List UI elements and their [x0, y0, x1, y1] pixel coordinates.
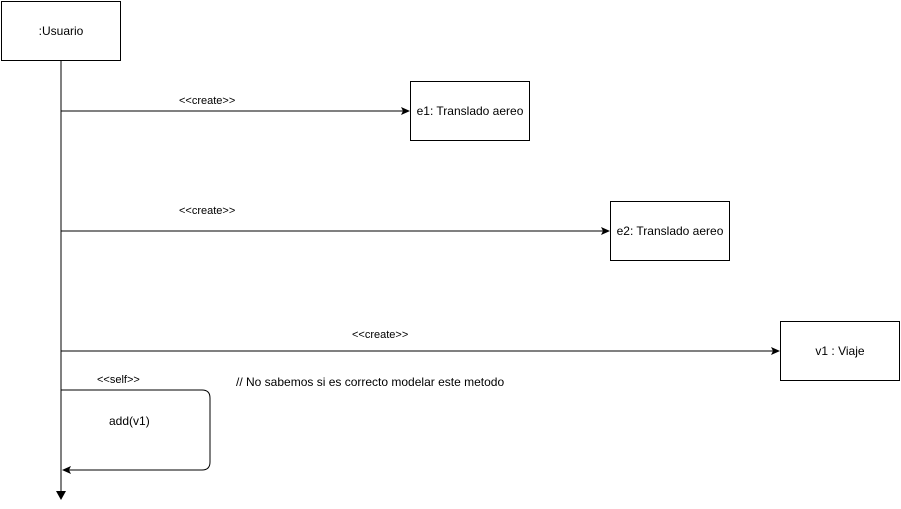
- object-e1-label: e1: Translado aereo: [416, 104, 524, 118]
- create-message-e1-label: <<create>>: [179, 95, 236, 107]
- lifeline-end-arrow: [56, 491, 66, 500]
- object-v1-label: v1 : Viaje: [815, 344, 865, 358]
- object-e1-box[interactable]: e1: Translado aereo: [410, 81, 530, 141]
- create-message-e2-label: <<create>>: [179, 205, 236, 217]
- object-v1-box[interactable]: v1 : Viaje: [780, 321, 900, 381]
- self-call-loop: [61, 389, 211, 474]
- create-message-v1-label: <<create>>: [352, 329, 409, 341]
- self-call-label: add(v1): [109, 414, 150, 428]
- comment-note: // No sabemos si es correcto modelar est…: [236, 375, 505, 389]
- object-e2-box[interactable]: e2: Translado aereo: [610, 201, 730, 261]
- object-e2-label: e2: Translado aereo: [616, 224, 724, 238]
- actor-usuario-box[interactable]: :Usuario: [1, 1, 121, 61]
- actor-usuario-label: :Usuario: [38, 24, 84, 38]
- self-call-stereotype: <<self>>: [97, 374, 140, 386]
